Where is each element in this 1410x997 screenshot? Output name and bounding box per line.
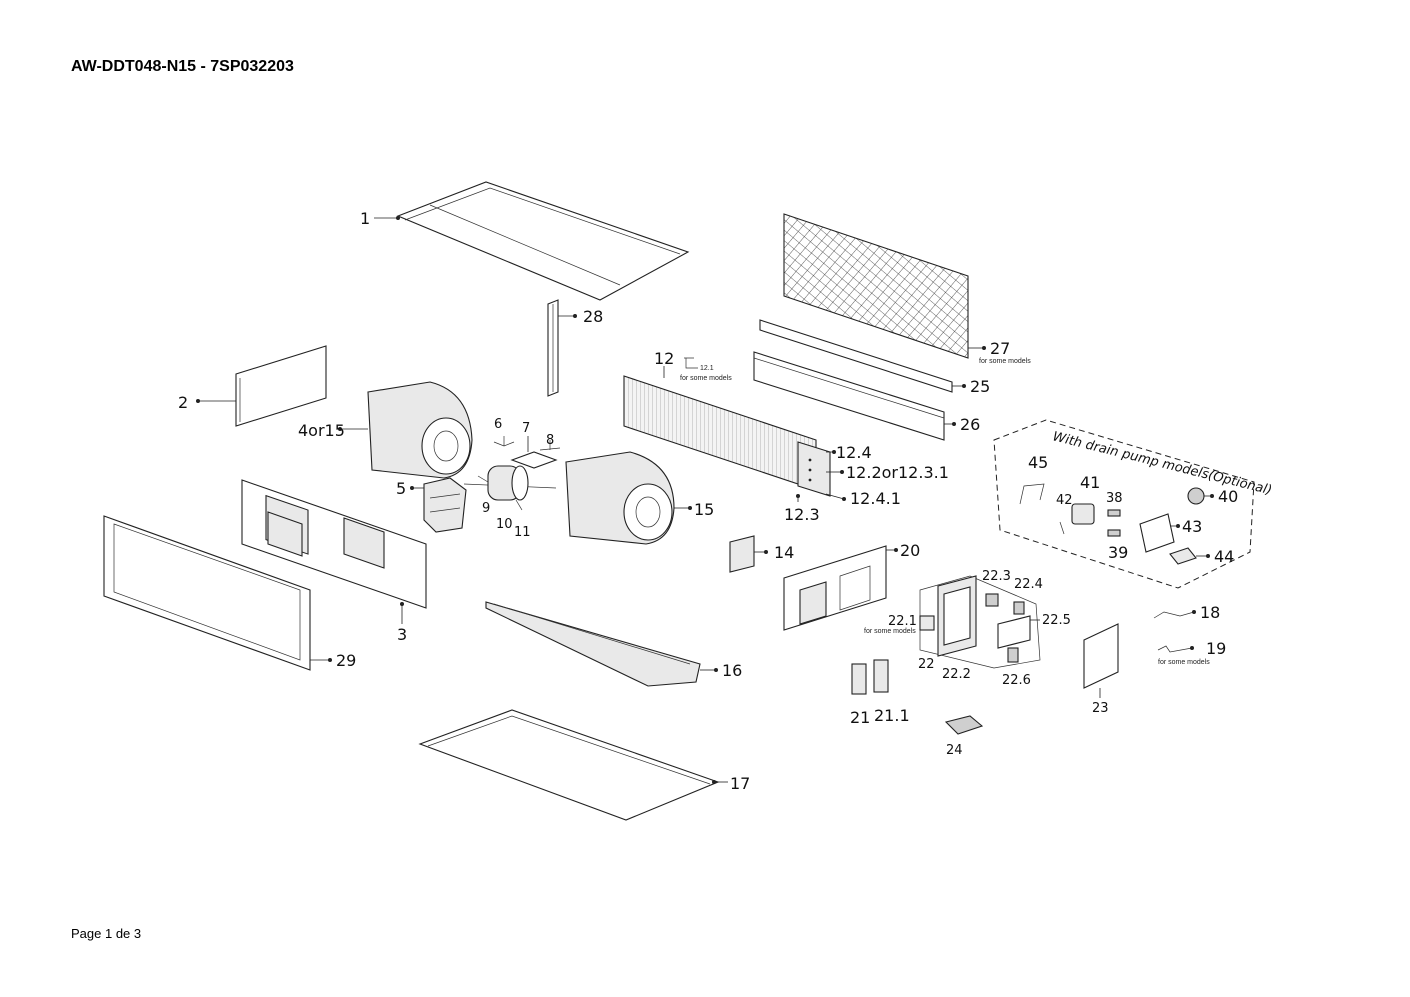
label-42: 42	[1056, 493, 1073, 508]
label-41: 41	[1080, 473, 1100, 492]
drain-pump-optional-group: With drain pump models(Optional) 45 41 4…	[993, 419, 1273, 589]
part-17-bottom-panel: 17	[418, 709, 750, 821]
label-12-4: 12.4	[836, 443, 872, 462]
part-28-bracket: 28	[547, 299, 603, 397]
part-14-bracket: 14	[729, 535, 794, 573]
label-1: 1	[360, 209, 370, 228]
part-22-control-box-group: 22.3 22.4 22.5 22.1 for some models 22 2…	[864, 569, 1071, 688]
label-6: 6	[494, 417, 502, 432]
label-25: 25	[970, 377, 990, 396]
label-22-4: 22.4	[1014, 577, 1043, 592]
label-29: 29	[336, 651, 356, 670]
label-8: 8	[546, 433, 554, 448]
label-2: 2	[178, 393, 188, 412]
label-9: 9	[482, 501, 490, 516]
label-24: 24	[946, 743, 963, 758]
label-28: 28	[583, 307, 603, 326]
label-39: 39	[1108, 543, 1128, 562]
label-44: 44	[1214, 547, 1234, 566]
label-12-3: 12.3	[784, 505, 820, 524]
label-21-1: 21.1	[874, 706, 910, 725]
label-16: 16	[722, 661, 742, 680]
label-14: 14	[774, 543, 794, 562]
part-3-partition-plate: 3	[241, 479, 427, 644]
label-10: 10	[496, 517, 513, 532]
label-21: 21	[850, 708, 870, 727]
label-40: 40	[1218, 487, 1238, 506]
note-12-1: for some models	[680, 375, 732, 382]
part-6-7-8-clips: 6 7 8	[493, 417, 561, 469]
part-27-filter-mesh: 27 for some models	[783, 213, 1031, 365]
label-22-3: 22.3	[982, 569, 1011, 584]
part-1-top-panel: 1	[360, 181, 690, 301]
label-22-1: 22.1	[888, 614, 917, 629]
part-12-evaporator-coil: 12 12.1 for some models 12.4 12.2or12.3.…	[623, 349, 949, 524]
part-21-terminal-blocks: 21 21.1	[850, 659, 910, 727]
label-17: 17	[730, 774, 750, 793]
note-22-1: for some models	[864, 628, 916, 635]
part-25-rail: 25	[759, 319, 990, 396]
part-29-front-frame: 29	[103, 515, 356, 671]
label-4or15: 4or15	[298, 421, 345, 440]
label-19: 19	[1206, 639, 1226, 658]
label-26: 26	[960, 415, 980, 434]
label-12: 12	[654, 349, 674, 368]
label-22-2: 22.2	[942, 667, 971, 682]
label-5: 5	[396, 479, 406, 498]
part-15-blower-housing: 15	[565, 451, 714, 545]
label-3: 3	[397, 625, 407, 644]
label-38: 38	[1106, 491, 1123, 506]
part-2-side-panel: 2	[178, 345, 327, 427]
part-23-cover-plate: 23	[1083, 623, 1119, 716]
label-20: 20	[900, 541, 920, 560]
label-12-1: 12.1	[700, 365, 714, 372]
part-5-motor-bracket: 5	[396, 477, 467, 533]
label-15: 15	[694, 500, 714, 519]
label-7: 7	[522, 421, 530, 436]
label-45: 45	[1028, 453, 1048, 472]
label-11: 11	[514, 525, 531, 540]
part-20-electrical-box: 20	[783, 541, 920, 631]
label-18: 18	[1200, 603, 1220, 622]
part-18-sensor: 18	[1153, 603, 1220, 622]
label-43: 43	[1182, 517, 1202, 536]
label-27: 27	[990, 339, 1010, 358]
part-4or15-blower-housing: 4or15	[298, 381, 473, 479]
part-24-cover: 24	[944, 715, 984, 758]
label-12-4-1: 12.4.1	[850, 489, 901, 508]
page-footer: Page 1 de 3	[71, 926, 142, 941]
label-22-6: 22.6	[1002, 673, 1031, 688]
part-16-drain-pan: 16	[485, 601, 742, 687]
part-19-sensor: 19 for some models	[1157, 639, 1226, 666]
document-title: AW-DDT048-N15 - 7SP032203	[71, 58, 294, 75]
part-10-motor: 9 10 11	[463, 465, 557, 540]
label-22-5: 22.5	[1042, 613, 1071, 628]
label-23: 23	[1092, 701, 1109, 716]
label-12-2: 12.2or12.3.1	[846, 463, 949, 482]
note-19: for some models	[1158, 659, 1210, 666]
part-26-rail: 26	[753, 351, 980, 441]
note-27: for some models	[979, 358, 1031, 365]
label-22: 22	[918, 657, 935, 672]
